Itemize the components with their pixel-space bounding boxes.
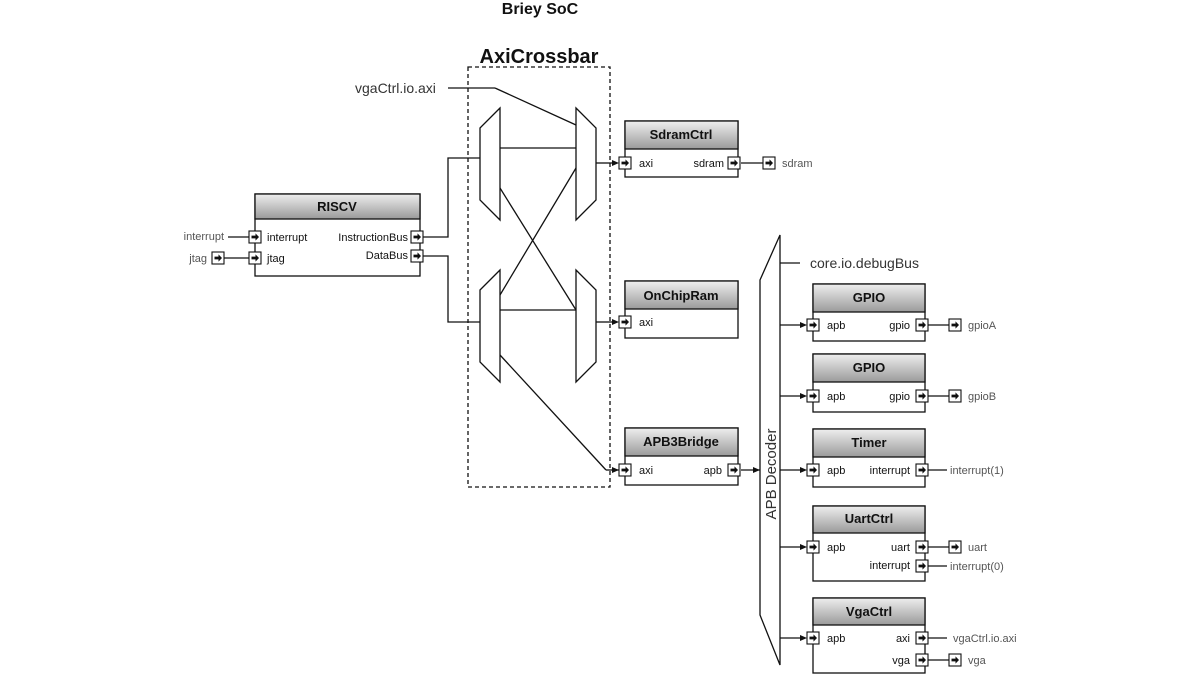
jtag-external-pin-icon <box>211 251 225 265</box>
uart-interrupt-external: interrupt(0) <box>950 561 1004 573</box>
apb3bridge-axi-port-icon <box>618 463 632 477</box>
onchipram-block: OnChipRam axi <box>618 280 739 339</box>
timer-apb-port: apb <box>827 465 845 477</box>
vgactrl-axi-port: axi <box>896 633 910 645</box>
diagram-title: Briey SoC <box>502 1 579 18</box>
crossbar-links <box>499 147 607 471</box>
gpio-b-name: GPIO <box>853 360 886 375</box>
gpio-b-apb-port: apb <box>827 391 845 403</box>
riscv-block: RISCV interrupt jtag InstructionBus Data… <box>248 193 424 277</box>
gpio-a-gpio-port: gpio <box>889 320 910 332</box>
uartctrl-uart-port-icon <box>915 540 929 554</box>
uartctrl-block: UartCtrl apb uart interrupt <box>806 505 929 582</box>
gpio-b-external-pin-icon <box>948 389 962 403</box>
crossbar-output-mux-2 <box>575 268 597 384</box>
vgactrl-apb-port-icon <box>806 631 820 645</box>
vgactrl-block: VgaCtrl apb axi vga <box>806 597 929 674</box>
uartctrl-apb-port: apb <box>827 542 845 554</box>
vgactrl-axi-port-icon <box>915 631 929 645</box>
vgactrl-name: VgaCtrl <box>846 604 892 619</box>
apb-decoder <box>759 234 781 666</box>
riscv-name: RISCV <box>317 199 357 214</box>
gpio-a-apb-port: apb <box>827 320 845 332</box>
gpio-a-external-pin-icon <box>948 318 962 332</box>
timer-interrupt-external: interrupt(1) <box>950 465 1004 477</box>
sdramctrl-axi-port-icon <box>618 156 632 170</box>
crossbar-input-wire <box>448 87 577 126</box>
riscv-databus-port: DataBus <box>366 250 409 262</box>
uart-external-pin-icon <box>948 540 962 554</box>
onchipram-axi-port: axi <box>639 317 653 329</box>
uartctrl-name: UartCtrl <box>845 511 893 526</box>
vga-external-label: vga <box>968 655 987 667</box>
timer-block: Timer apb interrupt <box>806 428 929 488</box>
riscv-instructionbus-port-icon <box>410 230 424 244</box>
gpio-a-name: GPIO <box>853 290 886 305</box>
riscv-jtag-port: jtag <box>266 253 285 265</box>
apb3bridge-axi-port: axi <box>639 465 653 477</box>
riscv-bus-wires <box>423 157 480 323</box>
crossbar-boundary <box>467 66 611 488</box>
riscv-databus-port-icon <box>410 249 424 263</box>
sdramctrl-sdram-port: sdram <box>693 158 724 170</box>
riscv-interrupt-port: interrupt <box>267 232 307 244</box>
crossbar-title: AxiCrossbar <box>480 46 599 68</box>
sdramctrl-name: SdramCtrl <box>650 127 713 142</box>
crossbar-input-label: vgaCtrl.io.axi <box>355 80 436 96</box>
crossbar-input-mux-2 <box>479 268 501 384</box>
uart-external-label: uart <box>968 542 987 554</box>
vga-external-pin-icon <box>948 653 962 667</box>
crossbar-output-mux-1 <box>575 106 597 222</box>
gpio-b-external-label: gpioB <box>968 391 996 403</box>
riscv-jtag-external: jtag <box>188 253 207 265</box>
apb3bridge-name: APB3Bridge <box>643 434 719 449</box>
timer-interrupt-port: interrupt <box>870 465 910 477</box>
apb3bridge-apb-port: apb <box>704 465 722 477</box>
gpio-b-apb-port-icon <box>806 389 820 403</box>
apb-decoder-label: APB Decoder <box>763 429 780 520</box>
vgactrl-axi-external: vgaCtrl.io.axi <box>953 633 1017 645</box>
gpio-a-gpio-port-icon <box>915 318 929 332</box>
riscv-interrupt-external: interrupt <box>184 231 224 243</box>
uartctrl-interrupt-port-icon <box>915 559 929 573</box>
uartctrl-apb-port-icon <box>806 540 820 554</box>
vgactrl-vga-port: vga <box>892 655 911 667</box>
sdramctrl-sdram-port-icon <box>727 156 741 170</box>
riscv-interrupt-port-icon <box>248 230 262 244</box>
sdram-external-label: sdram <box>782 158 813 170</box>
apb3bridge-block: APB3Bridge axi apb <box>618 427 741 486</box>
gpio-b-gpio-port-icon <box>915 389 929 403</box>
gpio-b-gpio-port: gpio <box>889 391 910 403</box>
timer-name: Timer <box>851 435 886 450</box>
onchipram-name: OnChipRam <box>643 288 718 303</box>
timer-apb-port-icon <box>806 463 820 477</box>
sdramctrl-axi-port: axi <box>639 158 653 170</box>
onchipram-axi-port-icon <box>618 315 632 329</box>
vgactrl-vga-port-icon <box>915 653 929 667</box>
gpio-a-apb-port-icon <box>806 318 820 332</box>
crossbar-input-mux-1 <box>479 106 501 222</box>
vgactrl-apb-port: apb <box>827 633 845 645</box>
apb3bridge-apb-port-icon <box>727 463 741 477</box>
gpio-a-block: GPIO apb gpio <box>806 283 929 342</box>
uartctrl-interrupt-port: interrupt <box>870 560 910 572</box>
gpio-a-external-label: gpioA <box>968 320 997 332</box>
uartctrl-uart-port: uart <box>891 542 910 554</box>
timer-interrupt-port-icon <box>915 463 929 477</box>
riscv-jtag-port-icon <box>248 251 262 265</box>
debug-bus-label: core.io.debugBus <box>810 255 919 271</box>
sdramctrl-block: SdramCtrl axi sdram <box>618 120 741 178</box>
sdram-external-pin-icon <box>762 156 776 170</box>
gpio-b-block: GPIO apb gpio <box>806 353 929 413</box>
riscv-instructionbus-port: InstructionBus <box>338 232 408 244</box>
